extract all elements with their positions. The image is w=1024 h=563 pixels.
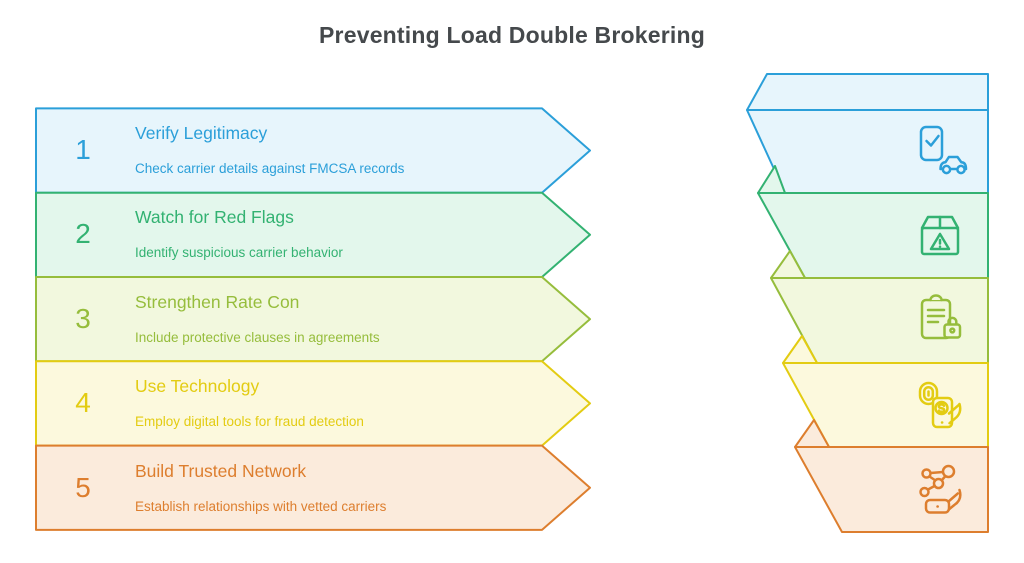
folded-ribbon [746, 73, 989, 533]
step-description: Identify suspicious carrier behavior [135, 245, 343, 261]
step-number: 4 [75, 387, 91, 418]
page-title: Preventing Load Double Brokering [319, 22, 705, 48]
step-banner-shape [35, 107, 591, 194]
step-row: Watch for Red Flags Identify suspicious … [135, 207, 535, 261]
step-description: Check carrier details against FMCSA reco… [135, 161, 405, 177]
step-description: Employ digital tools for fraud detection [135, 414, 364, 430]
step-title: Build Trusted Network [135, 461, 307, 481]
fingerprint-payment-icon [918, 381, 962, 429]
arrow-banners [35, 107, 591, 531]
step-title: Verify Legitimacy [135, 123, 268, 143]
network-hand-icon [919, 464, 962, 514]
step-row: Verify Legitimacy Check carrier details … [135, 123, 535, 177]
clipboard-lock-icon [920, 294, 962, 340]
step-row: Build Trusted Network Establish relation… [135, 461, 535, 515]
step-banner-shape [35, 444, 591, 531]
step-number: 5 [75, 472, 91, 503]
ribbon-segment [746, 109, 989, 194]
step-row: Use Technology Employ digital tools for … [135, 376, 535, 430]
step-title: Use Technology [135, 376, 260, 396]
step-banner-shape [35, 191, 591, 278]
step-banner-shape [35, 360, 591, 447]
step-description: Include protective clauses in agreements [135, 330, 380, 346]
step-row: Strengthen Rate Con Include protective c… [135, 292, 535, 346]
step-number: 1 [75, 134, 91, 165]
step-title: Strengthen Rate Con [135, 292, 300, 312]
step-number: 3 [75, 303, 91, 334]
step-banner-shape [35, 276, 591, 363]
package-warning-icon [920, 215, 960, 256]
step-description: Establish relationships with vetted carr… [135, 499, 387, 515]
phone-check-car-icon [919, 125, 968, 175]
ribbon-top-fold [746, 73, 989, 111]
step-number: 2 [75, 218, 91, 249]
step-title: Watch for Red Flags [135, 207, 294, 227]
